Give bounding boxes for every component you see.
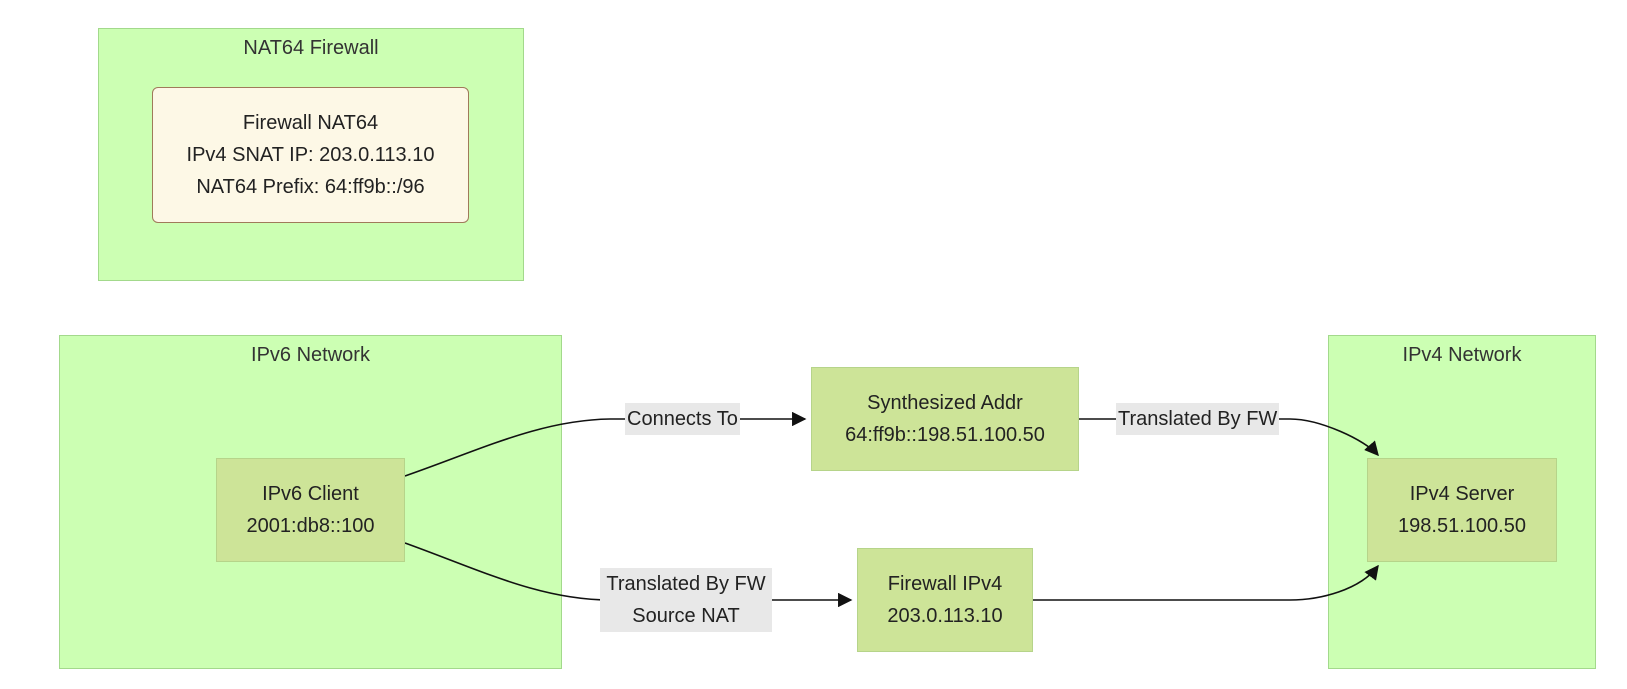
ipv6-client-addr: 2001:db8::100 [246, 515, 375, 537]
edge-client-to-fw-ipv4 [404, 542, 853, 608]
ipv4-server-title: IPv4 Server [1409, 483, 1515, 505]
nat64-firewall-cluster-title: NAT64 Firewall [243, 37, 379, 59]
edge-synth-to-server [1079, 418, 1379, 457]
edge-label-connects-to: Connects To [625, 403, 740, 435]
firewall-ipv4-node: Firewall IPv4 203.0.113.10 [857, 548, 1033, 652]
firewall-ipv4-title: Firewall IPv4 [887, 573, 1003, 595]
synthesized-addr-title: Synthesized Addr [867, 392, 1023, 414]
synthesized-addr-value: 64:ff9b::198.51.100.50 [845, 424, 1045, 446]
ipv4-server-addr: 198.51.100.50 [1398, 515, 1526, 537]
edge-fw-ipv4-to-server [1033, 564, 1379, 601]
ipv6-client-title: IPv6 Client [262, 483, 359, 505]
synthesized-addr-node: Synthesized Addr 64:ff9b::198.51.100.50 [811, 367, 1079, 471]
ipv4-server-node: IPv4 Server 198.51.100.50 [1367, 458, 1557, 562]
edge-client-to-synth [404, 411, 807, 477]
firewall-nat64-title: Firewall NAT64 [242, 112, 379, 134]
ipv6-network-cluster-title: IPv6 Network [251, 344, 370, 366]
firewall-nat64-node: Firewall NAT64 IPv4 SNAT IP: 203.0.113.1… [152, 87, 469, 223]
edge-label-translated-by-fw-bottom: Translated By FW Source NAT [600, 568, 772, 632]
firewall-nat64-prefix: NAT64 Prefix: 64:ff9b::/96 [196, 176, 425, 198]
edge-label-translated-by-fw-top: Translated By FW [1116, 403, 1280, 435]
ipv6-network-cluster: IPv6 Network [59, 335, 562, 669]
edge-label-translated-by-fw-line1: Translated By FW [606, 573, 766, 595]
ipv4-network-cluster-title: IPv4 Network [1402, 344, 1522, 366]
firewall-nat64-snat-ip: IPv4 SNAT IP: 203.0.113.10 [186, 144, 435, 166]
firewall-ipv4-addr: 203.0.113.10 [887, 605, 1003, 627]
ipv6-client-node: IPv6 Client 2001:db8::100 [216, 458, 405, 562]
edge-label-source-nat-line2: Source NAT [632, 605, 740, 627]
